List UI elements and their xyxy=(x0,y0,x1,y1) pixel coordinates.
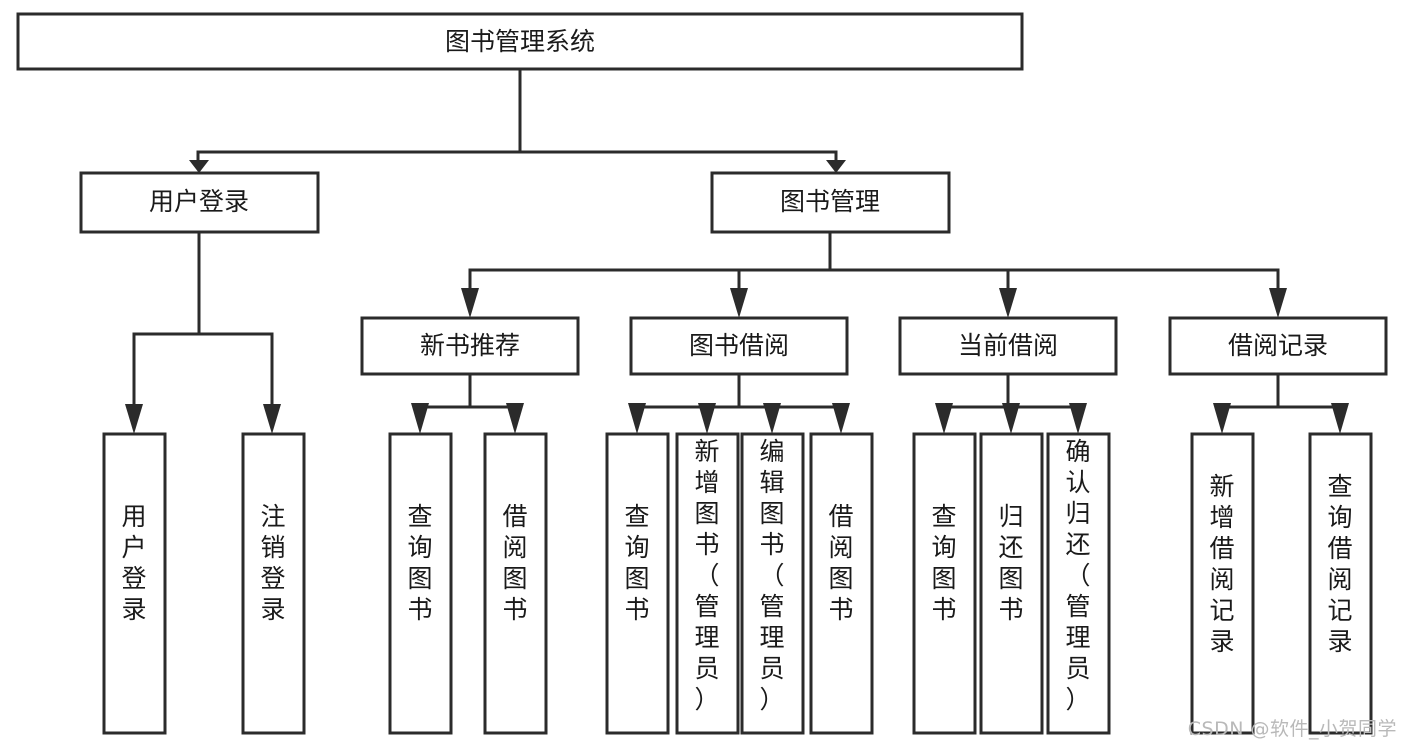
connector-newbook-to-leaves xyxy=(418,372,517,427)
leaf-logout-label: 注销登录 xyxy=(260,502,285,624)
leaf-bb-query-book-box[interactable] xyxy=(605,432,670,735)
arrow-to-leaf-bb-query xyxy=(628,403,646,434)
arrow-to-user-login xyxy=(189,160,209,173)
leaf-nb-borrow-book-label: 借阅图书 xyxy=(502,502,527,624)
root-box[interactable] xyxy=(16,12,1024,71)
leaf-node-bb-query-book[interactable]: 查询图书 xyxy=(605,432,670,735)
arrow-to-leaf-logout xyxy=(263,404,281,434)
leaf-node-bb-add-book[interactable]: 新增图书（管理员） xyxy=(675,432,740,735)
node-user-login[interactable]: 用户登录 xyxy=(79,171,320,234)
root-label: 图书管理系统 xyxy=(445,27,595,56)
leaf-node-bb-borrow-book[interactable]: 借阅图书 xyxy=(809,432,874,735)
leaf-node-nb-borrow-book[interactable]: 借阅图书 xyxy=(483,432,548,735)
node-book-borrow[interactable]: 图书借阅 xyxy=(629,316,849,376)
arrow-to-leaf-br-query xyxy=(1331,403,1349,434)
leaf-bb-add-book-box[interactable] xyxy=(675,432,740,735)
borrow-record-box[interactable] xyxy=(1168,316,1388,376)
leaf-node-br-add-record[interactable]: 新增借阅记录 xyxy=(1190,432,1255,735)
arrow-to-leaf-nb-query xyxy=(411,403,429,434)
arrow-to-leaf-cb-query xyxy=(935,403,953,434)
book-borrow-box[interactable] xyxy=(629,316,849,376)
leaf-nb-borrow-book-box[interactable] xyxy=(483,432,548,735)
leaf-node-user-login[interactable]: 用户登录 xyxy=(102,432,167,735)
leaf-cb-query-book-box[interactable] xyxy=(912,432,977,735)
user-login-label: 用户登录 xyxy=(149,187,249,216)
leaf-user-login-label: 用户登录 xyxy=(121,502,146,624)
leaf-node-cb-return-book[interactable]: 归还图书 xyxy=(979,432,1044,735)
current-borrow-label: 当前借阅 xyxy=(958,331,1058,360)
connector-borrow-to-leaves xyxy=(635,372,843,427)
leaf-user-login-box[interactable] xyxy=(102,432,167,735)
leaf-node-cb-query-book[interactable]: 查询图书 xyxy=(912,432,977,735)
arrow-to-book-management xyxy=(826,160,846,173)
arrow-to-leaf-bb-edit xyxy=(763,403,781,434)
leaf-cb-return-book-label: 归还图书 xyxy=(998,502,1023,624)
new-book-recommend-box[interactable] xyxy=(360,316,580,376)
node-book-management[interactable]: 图书管理 xyxy=(710,171,951,234)
book-borrow-label: 图书借阅 xyxy=(689,331,789,360)
leaf-br-query-record-box[interactable] xyxy=(1308,432,1373,735)
arrow-to-leaf-bb-add xyxy=(698,403,716,434)
connector-layer xyxy=(132,67,1342,427)
leaf-br-add-record-box[interactable] xyxy=(1190,432,1255,735)
leaf-cb-return-book-box[interactable] xyxy=(979,432,1044,735)
leaf-cb-query-book-label: 查询图书 xyxy=(931,502,956,624)
arrowhead-layer xyxy=(125,160,1349,434)
arrow-to-new-book-recommend xyxy=(461,288,479,318)
arrow-to-leaf-user-login xyxy=(125,404,143,434)
book-management-box[interactable] xyxy=(710,171,951,234)
connector-userlogin-to-leaves xyxy=(132,230,274,412)
connector-record-to-leaves xyxy=(1220,372,1342,427)
user-login-box[interactable] xyxy=(79,171,320,234)
node-root-system[interactable]: 图书管理系统 xyxy=(16,12,1024,71)
arrow-to-leaf-cb-confirm xyxy=(1069,403,1087,434)
leaf-bb-borrow-book-label: 借阅图书 xyxy=(828,502,853,624)
leaf-br-add-record-label: 新增借阅记录 xyxy=(1209,472,1234,656)
leaf-cb-confirm-return-box[interactable] xyxy=(1046,432,1111,735)
leaf-br-query-record-label: 查询借阅记录 xyxy=(1327,472,1352,656)
leaf-node-br-query-record[interactable]: 查询借阅记录 xyxy=(1308,432,1373,735)
leaf-bb-query-book-label: 查询图书 xyxy=(624,502,649,624)
current-borrow-box[interactable] xyxy=(898,316,1118,376)
leaf-bb-edit-book-label: 编辑图书（管理员） xyxy=(759,437,784,714)
leaf-bb-add-book-label: 新增图书（管理员） xyxy=(694,437,719,714)
leaf-node-logout[interactable]: 注销登录 xyxy=(241,432,306,735)
leaf-node-cb-confirm-return[interactable]: 确认归还（管理员） xyxy=(1046,432,1111,735)
node-borrow-record[interactable]: 借阅记录 xyxy=(1168,316,1388,376)
leaf-nb-query-book-label: 查询图书 xyxy=(407,502,432,624)
arrow-to-borrow-record xyxy=(1269,288,1287,318)
connector-root-to-level1 xyxy=(196,67,838,167)
arrow-to-leaf-nb-borrow xyxy=(506,403,524,434)
new-book-recommend-label: 新书推荐 xyxy=(420,331,520,360)
arrow-to-current-borrow xyxy=(999,288,1017,318)
leaf-bb-edit-book-box[interactable] xyxy=(740,432,805,735)
arrow-to-leaf-bb-borrow xyxy=(832,403,850,434)
leaf-bb-borrow-book-box[interactable] xyxy=(809,432,874,735)
arrow-to-leaf-br-add xyxy=(1213,403,1231,434)
arrow-to-leaf-cb-return xyxy=(1002,403,1020,434)
node-current-borrow[interactable]: 当前借阅 xyxy=(898,316,1118,376)
borrow-record-label: 借阅记录 xyxy=(1228,331,1328,360)
connector-bookmgmt-to-level2 xyxy=(468,230,1280,295)
leaf-cb-confirm-return-label: 确认归还（管理员） xyxy=(1065,437,1090,714)
arrow-to-book-borrow xyxy=(730,288,748,318)
book-management-label: 图书管理 xyxy=(780,187,880,216)
node-new-book-recommend[interactable]: 新书推荐 xyxy=(360,316,580,376)
leaf-logout-box[interactable] xyxy=(241,432,306,735)
leaf-nb-query-book-box[interactable] xyxy=(388,432,453,735)
leaf-node-nb-query-book[interactable]: 查询图书 xyxy=(388,432,453,735)
leaf-node-bb-edit-book[interactable]: 编辑图书（管理员） xyxy=(740,432,805,735)
